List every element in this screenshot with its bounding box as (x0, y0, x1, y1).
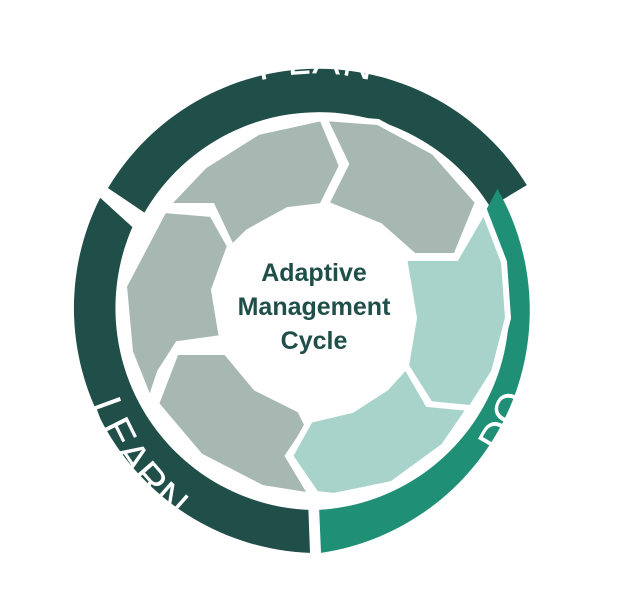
learn-ring-segment (73, 197, 310, 553)
do-arrow-lower (286, 360, 476, 500)
do-ring-segment (319, 188, 530, 553)
plan-label-text: PLAN (252, 35, 379, 89)
center-circle (219, 216, 409, 406)
center-title-line-1: Adaptive (261, 259, 367, 287)
center-title-line-3: Cycle (280, 327, 348, 355)
plan-ring-segment (108, 68, 527, 213)
plan-label: PLAN (252, 35, 378, 89)
center-title-line-2: Management (237, 293, 391, 321)
center-title: Adaptive Management Cycle (214, 256, 414, 358)
